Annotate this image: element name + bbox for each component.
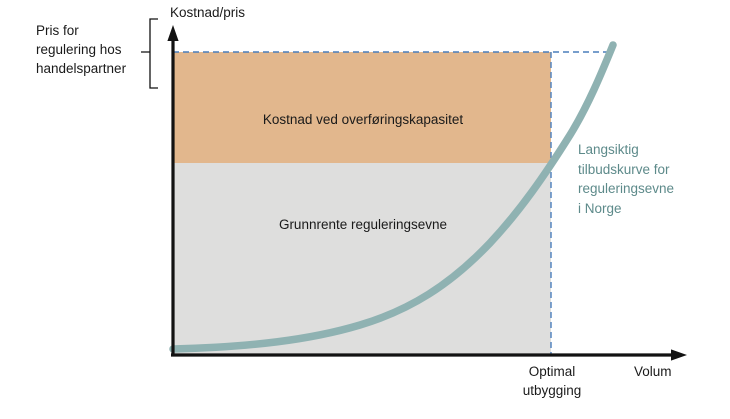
price-range-caption: Pris for regulering hos handelspartner <box>36 23 127 77</box>
x-axis-title: Volum <box>634 364 672 379</box>
y-axis-title: Kostnad/pris <box>170 5 246 20</box>
optimal-volume-label: Optimal utbygging <box>522 364 582 399</box>
y-axis-arrowhead <box>167 25 179 41</box>
supply-curve <box>169 41 617 353</box>
x-axis-arrowhead <box>671 349 687 361</box>
region-label-transmission-cost: Kostnad ved overføringskapasitet <box>262 112 464 127</box>
price-range-bracket <box>141 18 158 89</box>
supply-curve-annotation: Langsiktig tilbudskurve for reguleringse… <box>578 142 675 216</box>
region-label-resource-rent: Grunnrente reguleringsevne <box>278 217 448 232</box>
region-transmission-cost <box>173 52 551 163</box>
